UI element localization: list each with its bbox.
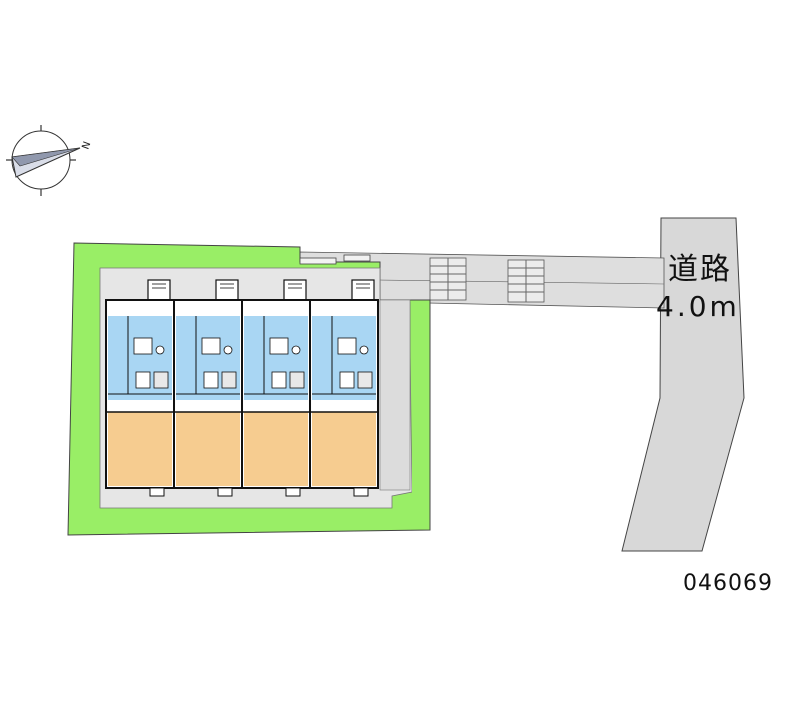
property-id: 046069	[683, 571, 773, 596]
unit-balcony	[353, 487, 369, 497]
building	[105, 279, 379, 497]
gate	[299, 257, 337, 265]
unit-fixture	[337, 337, 357, 355]
unit-fixture	[203, 371, 219, 389]
compass-icon: N	[6, 125, 93, 196]
walkway	[379, 299, 411, 491]
unit-toilet	[155, 345, 165, 355]
unit-fixture	[133, 337, 153, 355]
unit-living-room	[176, 412, 240, 486]
road	[621, 217, 745, 552]
unit-living-room	[244, 412, 308, 486]
unit-entry-porch	[283, 279, 307, 301]
unit-balcony	[285, 487, 301, 497]
unit-fixture	[289, 371, 305, 389]
road-name-label: 道路	[668, 252, 732, 287]
side-strip	[412, 350, 426, 500]
compass-north-label: N	[80, 140, 93, 151]
road-width-label: 4.0m	[656, 290, 740, 323]
unit-fixture	[271, 371, 287, 389]
unit-toilet	[291, 345, 301, 355]
unit-balcony	[217, 487, 233, 497]
unit-entry-porch	[351, 279, 375, 301]
meter-box	[343, 254, 371, 262]
stairs-2	[507, 259, 545, 303]
unit-fixture	[135, 371, 151, 389]
unit-fixture	[153, 371, 169, 389]
unit-entry-porch	[215, 279, 239, 301]
unit-fixture	[269, 337, 289, 355]
unit-living-room	[108, 412, 172, 486]
unit-toilet	[359, 345, 369, 355]
unit-fixture	[357, 371, 373, 389]
unit-fixture	[221, 371, 237, 389]
unit-entry-porch	[147, 279, 171, 301]
unit-balcony	[149, 487, 165, 497]
unit-toilet	[223, 345, 233, 355]
unit-fixture	[339, 371, 355, 389]
stairs-1	[429, 257, 467, 301]
unit-fixture	[201, 337, 221, 355]
unit-living-room	[312, 412, 376, 486]
